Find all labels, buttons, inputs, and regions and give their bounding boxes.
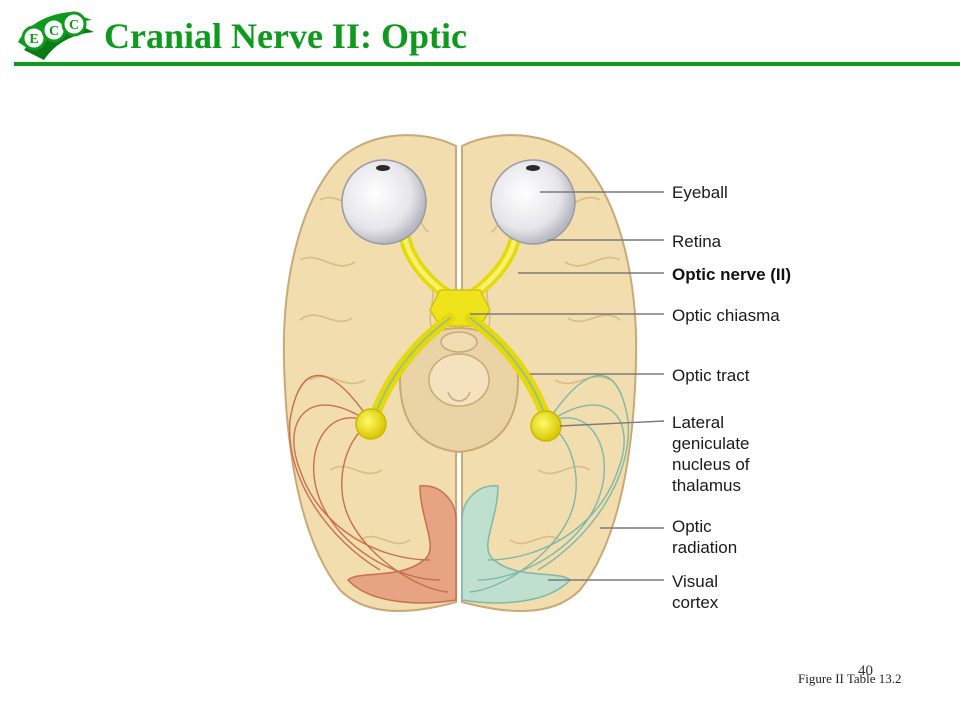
logo-letter: C <box>49 24 59 39</box>
left-lateral-geniculate-nucleus <box>355 408 387 440</box>
right-lateral-geniculate-nucleus <box>530 410 562 442</box>
logo-swoosh-icon <box>18 11 94 60</box>
leader-lines <box>470 191 665 581</box>
title-underline <box>14 62 960 66</box>
label-optic-tract: Optic tract <box>672 366 750 385</box>
label-lgn-line4: thalamus <box>672 476 741 495</box>
label-optic-nerve: Optic nerve (II) <box>672 265 791 284</box>
brain-gyri <box>299 179 621 545</box>
logo-letter: E <box>29 32 38 47</box>
logo-letter: C <box>69 18 79 33</box>
label-radiation-line2: radiation <box>672 538 737 557</box>
slide-title: Cranial Nerve II: Optic <box>104 16 467 56</box>
label-eyeball: Eyeball <box>672 183 728 202</box>
label-lgn-line3: nucleus of <box>672 455 750 474</box>
left-eyeball <box>341 159 427 245</box>
ecc-logo: E C C <box>18 11 94 60</box>
right-eyeball <box>490 159 576 245</box>
label-radiation-line1: Optic <box>672 517 712 536</box>
label-retina: Retina <box>672 232 722 251</box>
page-number: 40 <box>858 663 873 679</box>
optic-tracts <box>369 312 551 421</box>
left-visual-cortex <box>346 485 457 604</box>
label-optic-chiasma: Optic chiasma <box>672 306 780 325</box>
left-optic-radiation <box>288 374 449 593</box>
leader-line <box>559 420 665 427</box>
label-lgn-line1: Lateral <box>672 413 724 432</box>
structure-labels: Eyeball Retina Optic nerve (II) Optic ch… <box>672 183 791 612</box>
figure-caption: Figure II Table 13.2 <box>798 671 902 686</box>
label-lgn-line2: geniculate <box>672 434 750 453</box>
label-cortex-line1: Visual <box>672 572 718 591</box>
brainstem <box>398 326 520 454</box>
right-optic-radiation <box>469 374 630 593</box>
label-cortex-line2: cortex <box>672 593 719 612</box>
